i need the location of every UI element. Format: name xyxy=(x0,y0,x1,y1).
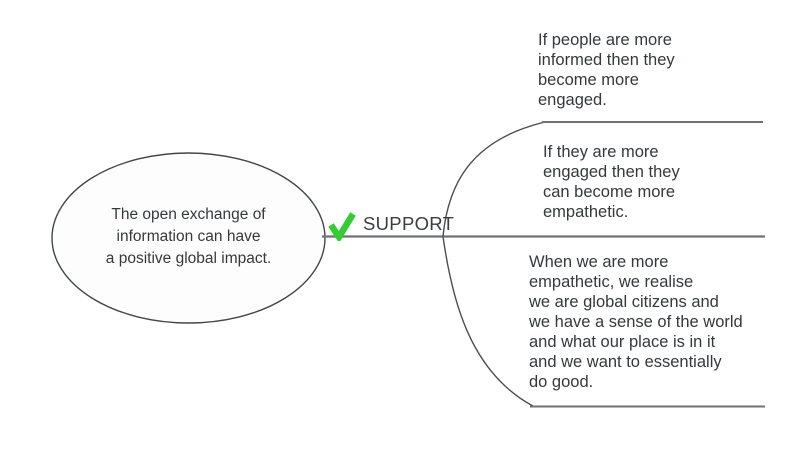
branch-top-curve xyxy=(442,121,546,237)
claim-ellipse xyxy=(51,152,326,324)
support-label: SUPPORT xyxy=(363,213,455,234)
branch-bottom-curve xyxy=(442,236,534,407)
reason-node-1: If people are more informed then they be… xyxy=(538,31,675,109)
claim-node: The open exchange of information can hav… xyxy=(105,206,272,267)
reason-node-2: If they are more engaged then they can b… xyxy=(543,143,680,221)
reason-node-3: When we are more empathetic, we realise … xyxy=(529,253,743,391)
relation-group: SUPPORT xyxy=(328,209,454,241)
check-icon xyxy=(328,212,356,241)
